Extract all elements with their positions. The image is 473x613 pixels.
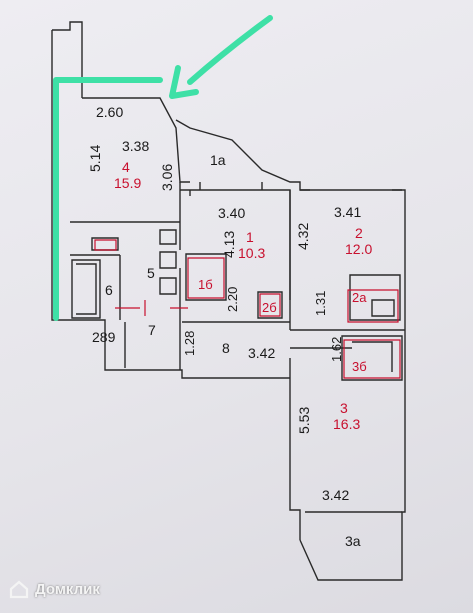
- dim-label: 3.42: [248, 345, 276, 361]
- room-number: 2б: [262, 300, 277, 315]
- room-number: 4: [122, 159, 130, 175]
- bathtub: [71, 259, 101, 319]
- dim-label: 3.41: [334, 204, 362, 220]
- wall-room3-west: [289, 358, 301, 540]
- sink: [91, 237, 119, 251]
- room-area: 12.0: [345, 241, 373, 257]
- room-number: 3а: [345, 533, 361, 549]
- dim-label: 3.06: [159, 163, 175, 191]
- dim-label: 4.13: [221, 230, 237, 258]
- room-area: 10.3: [238, 245, 266, 261]
- room-area: 15.9: [114, 175, 142, 191]
- dim-label: 3.40: [218, 205, 246, 221]
- room-number: 3б: [352, 359, 367, 374]
- door-swing-marks: [115, 300, 188, 316]
- room-number: 8: [222, 340, 230, 356]
- closet-marks: [159, 229, 177, 295]
- wall-bath: [70, 254, 121, 320]
- dim-label: 2.60: [96, 104, 124, 120]
- room-number: 5: [147, 265, 155, 281]
- outer-wall-west: [51, 21, 290, 379]
- area-outline-sink: [94, 239, 117, 251]
- dim-label: 1.62: [329, 336, 344, 362]
- balcony-3a: [299, 500, 406, 581]
- dim-label: 289: [92, 329, 116, 345]
- watermark: Домклик: [8, 578, 100, 600]
- dim-label: 3.42: [322, 487, 350, 503]
- room-number: 2а: [352, 290, 367, 305]
- dim-label: 4.32: [295, 222, 311, 250]
- area-outline-2a: [347, 289, 399, 323]
- highlight-marker: [53, 15, 273, 321]
- domclick-logo-icon: [9, 580, 29, 599]
- room-number: 1: [246, 229, 254, 245]
- room-number: 2: [355, 225, 363, 241]
- dim-label: 1.28: [182, 330, 197, 356]
- toilet-unit: [349, 274, 401, 321]
- room-number: 1a: [210, 152, 226, 168]
- dim-label: 1.31: [313, 290, 328, 316]
- dim-label: 5.53: [296, 406, 312, 434]
- room-area: 16.3: [333, 416, 361, 432]
- outer-wall-north: [175, 119, 406, 322]
- balcony-wall-north: [82, 97, 190, 183]
- room-number: 1б: [198, 277, 213, 292]
- room-number: 3: [340, 400, 348, 416]
- room-number: 7: [148, 322, 156, 338]
- closet-2b: [257, 291, 283, 319]
- bath-unit-3b: [341, 335, 403, 381]
- door-marks-1a: [189, 182, 263, 196]
- dim-label: 5.14: [87, 144, 103, 172]
- dim-label: 2.20: [225, 286, 240, 312]
- dim-label: 3.38: [122, 138, 150, 154]
- kitchen-block: [185, 253, 227, 301]
- area-outline-1b: [187, 257, 225, 299]
- area-outline-3b: [343, 339, 401, 379]
- watermark-text: Домклик: [35, 580, 100, 598]
- area-outline-2b: [259, 293, 281, 317]
- room-number: 6: [105, 282, 113, 298]
